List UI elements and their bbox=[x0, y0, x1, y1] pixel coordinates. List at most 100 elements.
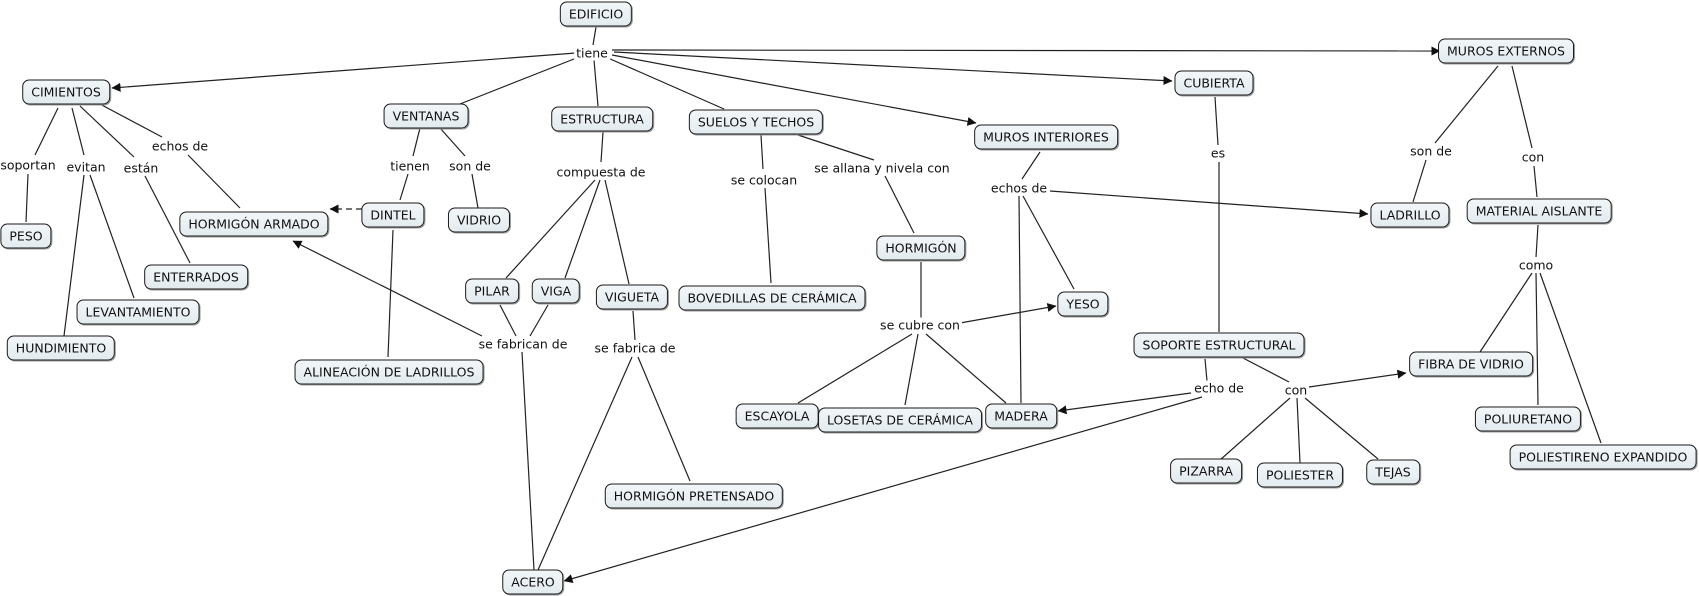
link-compuesta-de: compuesta de bbox=[554, 164, 648, 180]
edge-tiene-suelos bbox=[607, 57, 725, 110]
link-tiene: tiene bbox=[574, 45, 610, 61]
edge-vigueta-sefabrica bbox=[632, 310, 636, 341]
edge-secubre-madera bbox=[925, 333, 1007, 404]
edge-sefabrican-hormigon-armado bbox=[292, 240, 483, 337]
concept-cubierta[interactable]: CUBIERTA bbox=[1174, 70, 1254, 96]
edge-sonde-ladrillo bbox=[1412, 159, 1427, 203]
edge-sefabrican-acero bbox=[521, 351, 535, 571]
link-se-colocan: se colocan bbox=[728, 172, 800, 188]
edge-cimientos-estan bbox=[79, 105, 135, 158]
link-se-cubre-con: se cubre con bbox=[878, 317, 962, 333]
concept-alineacion-de-ladrillos[interactable]: ALINEACIÓN DE LADRILLOS bbox=[294, 359, 484, 385]
edge-como-poliuretano bbox=[1535, 272, 1539, 406]
edge-sefabrica-acero bbox=[537, 356, 633, 571]
edge-seallana-hormigon bbox=[884, 175, 915, 234]
edge-edificio-tiene bbox=[592, 26, 597, 46]
edge-secolocan-bovedillas bbox=[764, 187, 772, 284]
edge-dintel-alineacion bbox=[387, 229, 394, 358]
edge-echos-yeso bbox=[1022, 195, 1075, 290]
edge-tiene-muros-interiores bbox=[611, 54, 977, 126]
concept-tejas[interactable]: TEJAS bbox=[1366, 459, 1420, 485]
edge-compuesta-pilar bbox=[505, 179, 596, 279]
edge-tiene-estructura bbox=[593, 59, 599, 107]
edge-como-poliestireno bbox=[1539, 272, 1602, 444]
concept-soporte-estructural[interactable]: SOPORTE ESTRUCTURAL bbox=[1133, 332, 1305, 358]
edge-tiene-muros-externos bbox=[611, 46, 1441, 56]
link-es: es bbox=[1208, 145, 1228, 161]
edge-soportan-peso bbox=[25, 173, 29, 223]
edge-suelos-secolocan bbox=[760, 134, 764, 170]
link-son-de-ladrillo: son de bbox=[1408, 143, 1454, 159]
link-son-de-vidrio: son de bbox=[447, 158, 493, 174]
concept-suelos-y-techos[interactable]: SUELOS Y TECHOS bbox=[688, 109, 824, 135]
edge-tienen-dintel bbox=[399, 173, 409, 201]
edge-murosext-sonde bbox=[1434, 65, 1499, 144]
link-tienen: tienen bbox=[388, 158, 432, 174]
concept-muros-externos[interactable]: MUROS EXTERNOS bbox=[1438, 38, 1574, 64]
concept-material-aislante[interactable]: MATERIAL AISLANTE bbox=[1466, 198, 1612, 224]
concept-enterrados[interactable]: ENTERRADOS bbox=[144, 264, 248, 290]
concept-yeso[interactable]: YESO bbox=[1057, 291, 1109, 317]
concept-hormigon[interactable]: HORMIGÓN bbox=[876, 235, 966, 261]
edge-con-poliester bbox=[1296, 397, 1301, 464]
edge-secubre-yeso bbox=[959, 303, 1057, 324]
edge-secubre-losetas bbox=[904, 333, 919, 406]
concept-losetas-de-ceramica[interactable]: LOSETAS DE CERÁMICA bbox=[818, 407, 982, 433]
concept-vidrio[interactable]: VIDRIO bbox=[447, 207, 511, 233]
edge-sonde-vidrio bbox=[471, 173, 479, 209]
edge-compuesta-vigueta bbox=[604, 179, 630, 285]
concept-pilar[interactable]: PILAR bbox=[465, 278, 519, 304]
concept-acero[interactable]: ACERO bbox=[502, 569, 564, 595]
concept-poliuretano[interactable]: POLIURETANO bbox=[1474, 406, 1582, 432]
concept-hormigon-armado[interactable]: HORMIGÓN ARMADO bbox=[179, 211, 329, 237]
edge-cubierta-es bbox=[1214, 96, 1219, 146]
concept-peso[interactable]: PESO bbox=[0, 223, 52, 249]
concept-edificio[interactable]: EDIFICIO bbox=[559, 1, 633, 27]
link-estan: están bbox=[121, 160, 161, 176]
edge-suelos-seallana bbox=[797, 134, 875, 161]
concept-fibra-de-vidrio[interactable]: FIBRA DE VIDRIO bbox=[1409, 351, 1533, 377]
edge-con-tejas bbox=[1304, 397, 1379, 460]
edge-soporte-echode bbox=[1204, 358, 1208, 382]
link-soportan: soportan bbox=[0, 157, 58, 173]
concept-levantamiento[interactable]: LEVANTAMIENTO bbox=[76, 299, 200, 325]
edge-evitan-hundimiento bbox=[63, 174, 85, 337]
edge-cimientos-soportan bbox=[34, 107, 59, 156]
edge-murosext-con bbox=[1511, 65, 1533, 149]
concept-vigueta[interactable]: VIGUETA bbox=[595, 284, 669, 310]
edge-echode-acero bbox=[563, 396, 1203, 583]
concept-estructura[interactable]: ESTRUCTURA bbox=[551, 106, 653, 132]
link-con-soporte: con bbox=[1282, 382, 1310, 398]
concept-ventanas[interactable]: VENTANAS bbox=[383, 103, 469, 129]
concept-dintel[interactable]: DINTEL bbox=[361, 202, 425, 228]
concept-viga[interactable]: VIGA bbox=[531, 278, 581, 304]
edge-tiene-cimientos bbox=[111, 52, 577, 92]
link-echos-de-muros: echos de bbox=[988, 180, 1050, 196]
concept-muros-interiores[interactable]: MUROS INTERIORES bbox=[974, 124, 1118, 150]
link-se-fabrican-de: se fabrican de bbox=[476, 336, 570, 352]
edge-echode-madera bbox=[1057, 392, 1192, 415]
edge-secubre-escayola bbox=[797, 333, 913, 404]
concept-bovedillas-de-ceramica[interactable]: BOVEDILLAS DE CERÁMICA bbox=[678, 285, 866, 311]
edge-con-pizarra bbox=[1219, 397, 1291, 461]
edge-con-fibra bbox=[1308, 369, 1407, 388]
edge-ventanas-sonde bbox=[439, 127, 466, 157]
edge-evitan-levantamiento bbox=[89, 174, 135, 299]
concept-hormigon-pretensado[interactable]: HORMIGÓN PRETENSADO bbox=[604, 483, 784, 509]
edge-como-fibra bbox=[1479, 272, 1533, 353]
concept-poliestireno-expandido[interactable]: POLIESTIRENO EXPANDIDO bbox=[1509, 444, 1697, 470]
edge-aislante-como bbox=[1535, 224, 1539, 258]
concept-cimientos[interactable]: CIMIENTOS bbox=[22, 79, 110, 105]
edge-estan-enterrados bbox=[144, 175, 191, 264]
concept-poliester[interactable]: POLIESTER bbox=[1256, 462, 1344, 488]
concept-escayola[interactable]: ESCAYOLA bbox=[735, 403, 819, 429]
concept-ladrillo[interactable]: LADRILLO bbox=[1370, 202, 1450, 228]
concept-hundimiento[interactable]: HUNDIMIENTO bbox=[6, 335, 116, 361]
edge-tiene-ventanas bbox=[459, 56, 580, 105]
edge-cimientos-echos bbox=[97, 102, 163, 138]
edge-ventanas-tienen bbox=[412, 127, 421, 157]
concept-pizarra[interactable]: PIZARRA bbox=[1170, 458, 1242, 484]
concept-madera[interactable]: MADERA bbox=[985, 403, 1057, 429]
edge-echos-madera bbox=[1018, 195, 1022, 404]
